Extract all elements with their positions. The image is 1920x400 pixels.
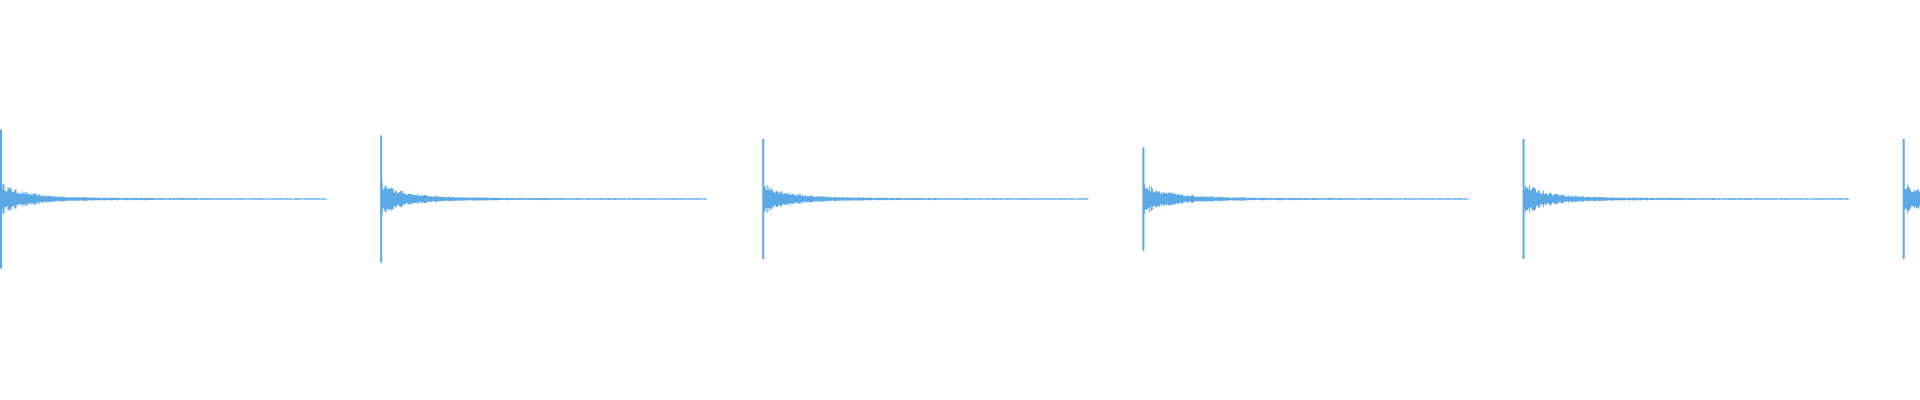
- transient-1: [0, 129, 327, 269]
- transient-4: [1142, 147, 1469, 251]
- transient-decay: [1143, 184, 1469, 214]
- transient-decay: [1904, 184, 1920, 214]
- transient-3: [762, 139, 1089, 259]
- transient-decay: [1, 184, 327, 214]
- transient-decay: [381, 183, 707, 215]
- transient-5: [1522, 139, 1850, 259]
- transient-2: [380, 135, 707, 263]
- transient-decay: [763, 184, 1089, 214]
- waveform-transients: [0, 129, 1920, 269]
- transient-decay: [1524, 185, 1850, 213]
- transient-6: [1902, 139, 1920, 259]
